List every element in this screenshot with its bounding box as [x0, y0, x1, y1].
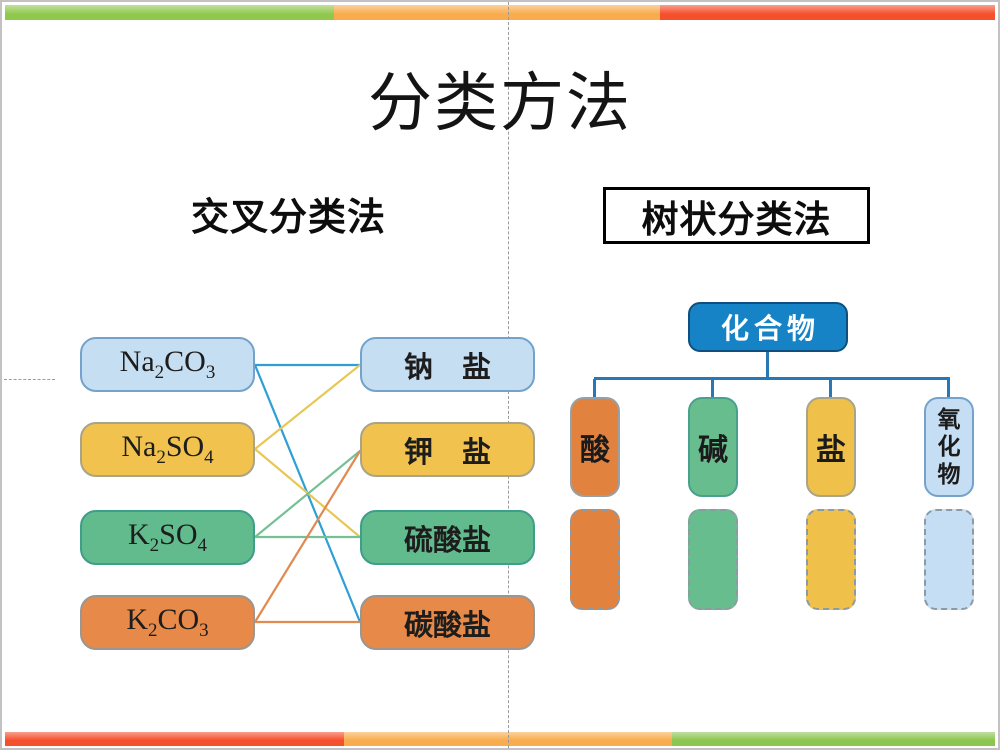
top-bar-orange-segment: [334, 5, 660, 20]
tree-child-label-salt: 盐: [816, 434, 846, 467]
bottom-bar-green-segment: [672, 732, 995, 746]
category-label-potassium-salt: 钾 盐: [403, 436, 491, 469]
tree-child-label-base: 碱: [698, 434, 728, 467]
tree-child-box-salt: 盐: [806, 397, 856, 497]
tree-connector-drop: [711, 379, 714, 398]
slide-title: 分类方法: [368, 68, 632, 139]
tree-classification-heading-box: 树状分类法: [603, 187, 870, 244]
tree-placeholder-box-salt: [806, 509, 856, 610]
tree-child-label-oxide: 氧化物: [937, 406, 961, 487]
category-box-sulfate: 硫酸盐: [360, 510, 535, 565]
top-bar-green-segment: [5, 5, 334, 20]
tree-placeholder-box-acid: [570, 509, 620, 610]
tree-placeholder-box-oxide: [924, 509, 974, 610]
category-box-potassium-salt: 钾 盐: [360, 422, 535, 477]
compound-box-na2so4: Na2SO4: [80, 422, 255, 477]
category-label-sodium-salt: 钠 盐: [403, 351, 491, 384]
left-horizontal-guide-line: [4, 379, 55, 380]
formula-na2co3: Na2CO3: [119, 345, 216, 383]
tree-connector-drop: [947, 379, 950, 398]
compound-box-k2so4: K2SO4: [80, 510, 255, 565]
bottom-bar-red-segment: [5, 732, 344, 746]
tree-placeholder-box-base: [688, 509, 738, 610]
formula-k2co3: K2CO3: [126, 603, 209, 641]
tree-root-label: 化合物: [720, 313, 820, 344]
category-label-sulfate: 硫酸盐: [403, 524, 491, 557]
tree-connector-horizontal: [594, 377, 950, 380]
tree-child-box-acid: 酸: [570, 397, 620, 497]
tree-root-box-compound: 化合物: [688, 302, 848, 352]
top-decoration-bar: [5, 5, 995, 20]
tree-connector-stem: [766, 351, 769, 379]
category-box-carbonate: 碳酸盐: [360, 595, 535, 650]
tree-child-box-oxide: 氧化物: [924, 397, 974, 497]
formula-na2so4: Na2SO4: [121, 430, 214, 468]
formula-k2so4: K2SO4: [127, 518, 208, 556]
compound-box-k2co3: K2CO3: [80, 595, 255, 650]
top-bar-red-segment: [660, 5, 995, 20]
tree-child-label-acid: 酸: [580, 434, 610, 467]
tree-classification-heading-label: 树状分类法: [641, 198, 832, 240]
tree-connector-drop: [593, 379, 596, 398]
category-box-sodium-salt: 钠 盐: [360, 337, 535, 392]
category-label-carbonate: 碳酸盐: [403, 609, 491, 642]
tree-connector-drop: [829, 379, 832, 398]
cross-classification-heading: 交叉分类法: [191, 197, 387, 239]
bottom-decoration-bar: [5, 732, 995, 746]
tree-child-box-base: 碱: [688, 397, 738, 497]
compound-box-na2co3: Na2CO3: [80, 337, 255, 392]
